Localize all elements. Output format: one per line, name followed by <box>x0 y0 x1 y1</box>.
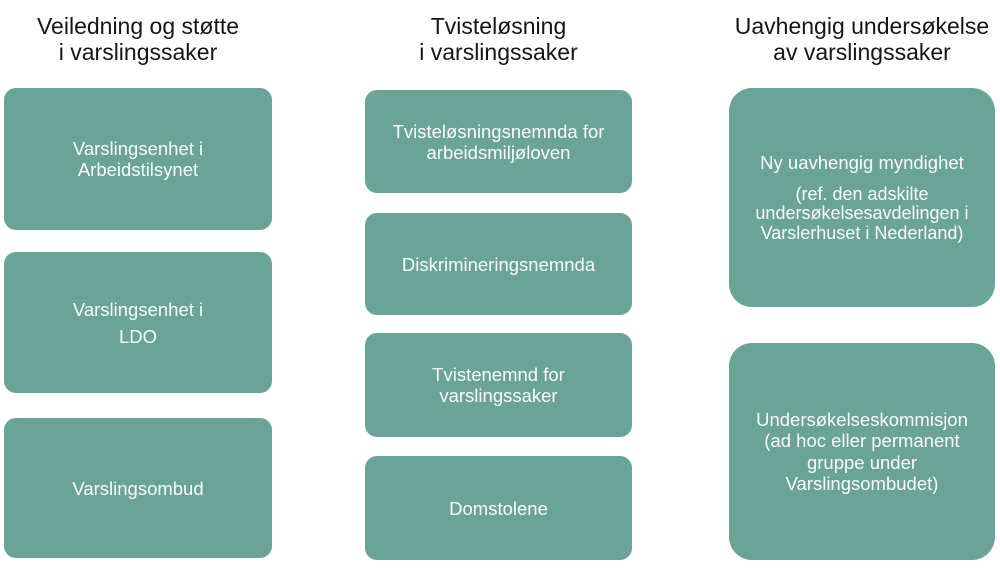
box-ny-uavhengig-myndighet-subtitle: (ref. den adskilte undersøkelsesavdeling… <box>755 183 969 243</box>
box-varslingsenhet-arbeidstilsynet: Varslingsenhet i Arbeidstilsynet <box>4 88 272 230</box>
column-guidance-and-support: Veiledning og støtte i varslingssaker Va… <box>4 0 272 577</box>
column-header-veiledning: Veiledning og støtte i varslingssaker <box>36 13 240 65</box>
box-varslingsenhet-ldo: Varslingsenhet i LDO <box>4 252 272 393</box>
column-header-tvistelosning: Tvisteløsning i varslingssaker <box>419 13 578 65</box>
box-diskrimineringsnemnda: Diskrimineringsnemnda <box>365 213 632 315</box>
box-ny-uavhengig-myndighet-title: Ny uavhengig myndighet <box>760 151 964 173</box>
box-varslingsombud: Varslingsombud <box>4 418 272 558</box>
box-tvistelosningsnemnda-arbeidsmiljoloven: Tvisteløsningsnemnda for arbeidsmiljølov… <box>365 90 632 193</box>
column-dispute-resolution: Tvisteløsning i varslingssaker Tvisteløs… <box>365 0 632 577</box>
box-domstolene: Domstolene <box>365 456 632 560</box>
box-tvistenemnd-varslingssaker: Tvistenemnd for varslingssaker <box>365 333 632 437</box>
column-independent-investigation: Uavhengig undersøkelse av varslingssaker… <box>729 0 995 577</box>
box-ny-uavhengig-myndighet: Ny uavhengig myndighet (ref. den adskilt… <box>729 88 995 307</box>
column-header-undersokelse: Uavhengig undersøkelse av varslingssaker <box>734 13 990 65</box>
box-undersokelseskommisjon: Undersøkelseskommisjon (ad hoc eller per… <box>729 343 995 560</box>
